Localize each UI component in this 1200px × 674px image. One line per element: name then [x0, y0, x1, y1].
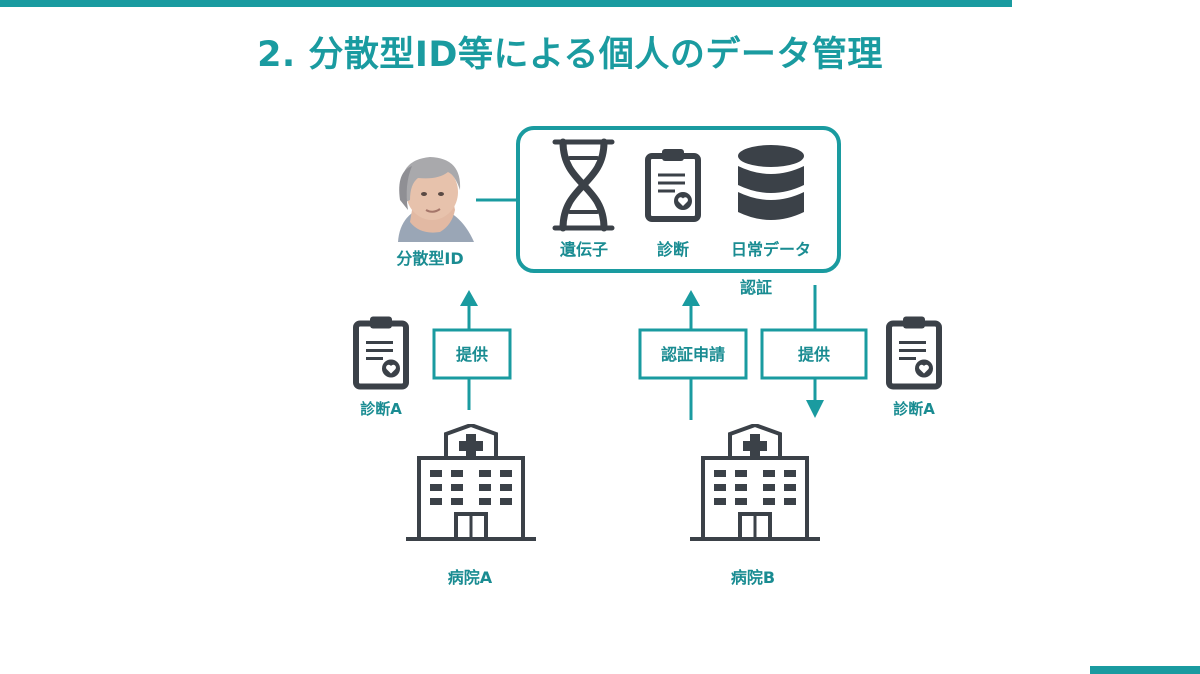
dna-icon	[552, 138, 615, 232]
auth-request-label: 認証申請	[661, 345, 725, 364]
arrow-up-icon	[460, 290, 478, 306]
clipboard-heart-icon	[648, 149, 698, 219]
hospital-a-icon	[406, 424, 536, 541]
left-diagnosis-icon	[356, 317, 406, 387]
database-icon	[738, 145, 804, 220]
data-item-label: 遺伝子	[560, 240, 608, 259]
person-label: 分散型ID	[396, 249, 463, 268]
auth-label: 認証	[740, 278, 772, 297]
hospital-a-label: 病院A	[448, 568, 493, 587]
hospital-b-label: 病院B	[731, 568, 775, 587]
left-provide-label: 提供	[456, 345, 488, 364]
data-item-label: 診断	[657, 240, 689, 259]
right-diagnosis-icon	[889, 317, 939, 387]
left-diagnosis-label: 診断A	[360, 400, 402, 418]
elderly-person-icon	[390, 157, 474, 242]
slide-title: 2. 分散型ID等による個人のデータ管理	[257, 35, 883, 75]
right-diagnosis-label: 診断A	[893, 400, 935, 418]
left-provide-box	[432, 328, 512, 380]
auth-request-box	[638, 328, 748, 380]
data-box	[516, 126, 841, 273]
arrow-down-icon	[806, 400, 824, 418]
arrow-up-icon	[682, 290, 700, 306]
bottom-accent-bar	[1090, 666, 1200, 674]
data-item-label: 日常データ	[731, 240, 811, 259]
hospital-b-icon	[690, 424, 820, 541]
top-accent-bar	[0, 0, 1012, 7]
right-provide-box	[760, 328, 868, 380]
right-provide-label: 提供	[798, 345, 830, 364]
